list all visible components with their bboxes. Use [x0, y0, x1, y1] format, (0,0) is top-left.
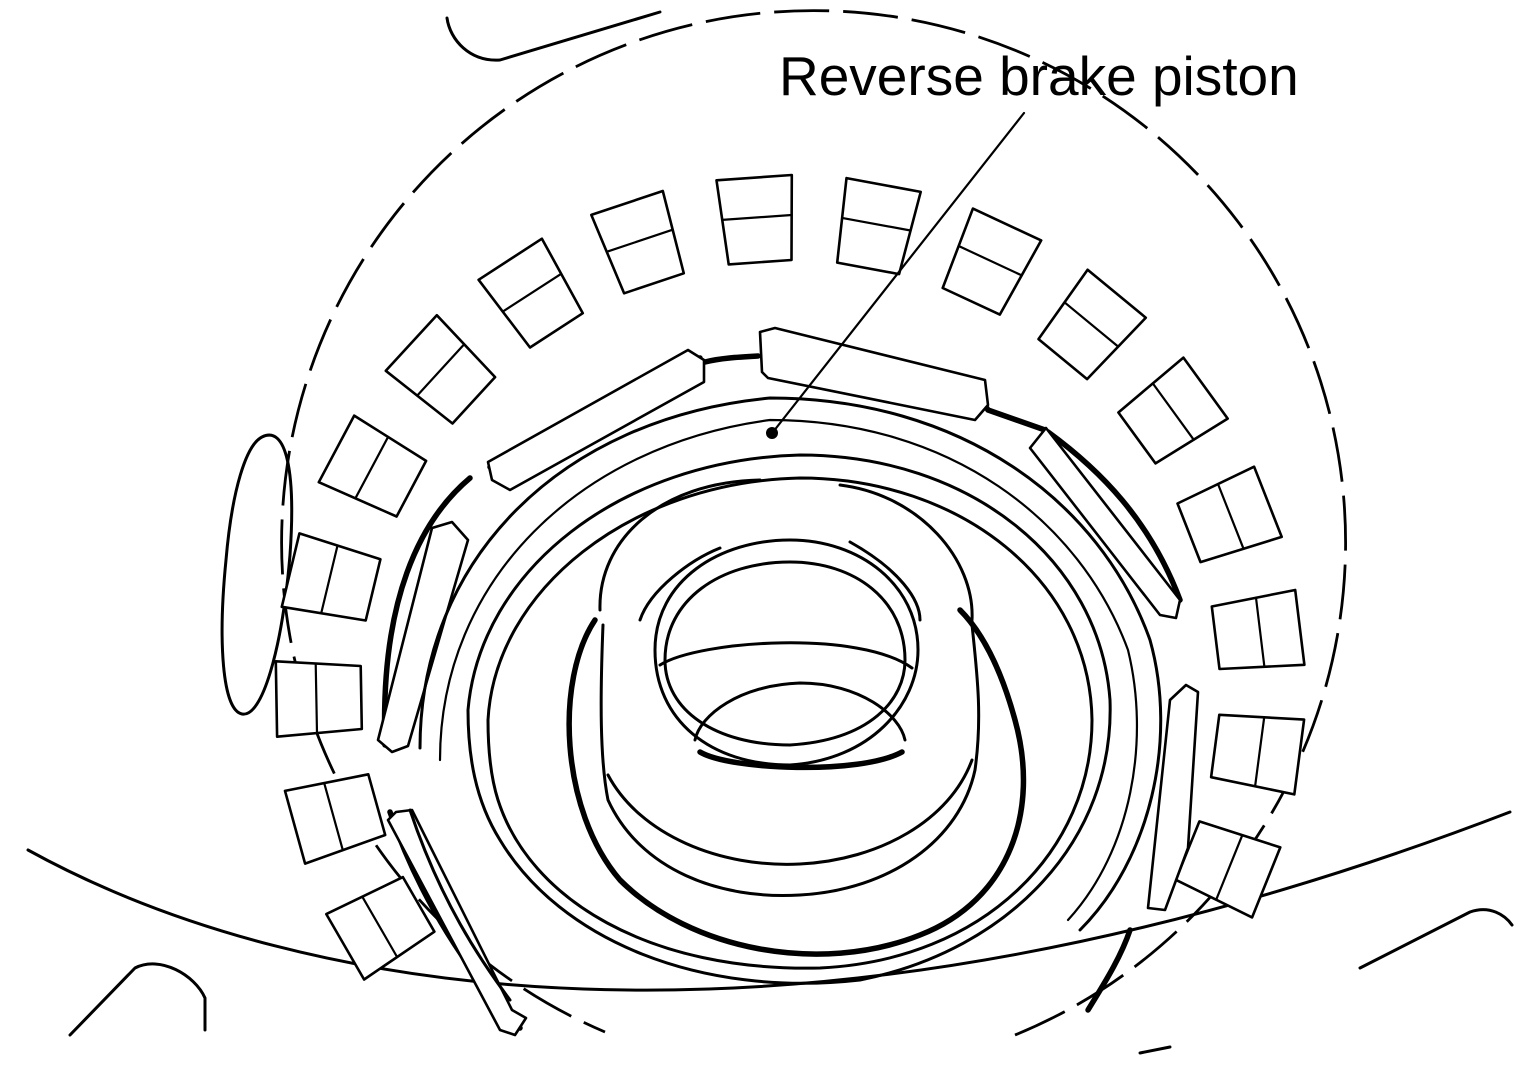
spline-tooth-edge — [840, 216, 912, 232]
spline-tooth-edge — [1254, 596, 1266, 668]
spline-tooth-edge — [605, 228, 674, 253]
piston-lugs — [376, 326, 1200, 1037]
spline-tooth — [1210, 588, 1306, 671]
spline-tooth-edge — [416, 343, 466, 397]
inner-hub — [566, 478, 1027, 957]
spline-tooth-edge — [323, 781, 344, 852]
spline-tooth-edge — [320, 544, 339, 615]
spline-tooth — [715, 173, 794, 266]
spline-tooth-edge — [1151, 382, 1195, 441]
housing-outline — [26, 10, 1514, 1055]
callout-label: Reverse brake piston — [779, 45, 1299, 107]
spline-tooth-edge — [361, 895, 399, 959]
leader-dot — [766, 427, 778, 439]
spline-tooth-edge — [1063, 301, 1120, 348]
spline-tooth-edge — [957, 244, 1023, 277]
callout: Reverse brake piston — [766, 45, 1299, 439]
oval-lug — [220, 433, 294, 716]
spline-tooth-edge — [1215, 834, 1244, 901]
spline-tooth — [274, 659, 364, 739]
leader-line — [771, 111, 1026, 434]
spline-tooth — [835, 176, 923, 276]
piston-outer-rim — [381, 333, 1194, 1031]
spline-tooth-edge — [1216, 482, 1245, 550]
spline-tooth-edge — [1253, 716, 1266, 788]
drum-spline-teeth — [274, 173, 1306, 981]
piston-face — [408, 396, 1163, 1002]
spline-tooth-edge — [501, 272, 563, 313]
spline-tooth — [1209, 713, 1306, 796]
spline-tooth — [280, 532, 382, 622]
spline-tooth-edge — [314, 662, 319, 735]
spline-tooth-edge — [354, 435, 390, 500]
spline-tooth-edge — [721, 213, 793, 221]
